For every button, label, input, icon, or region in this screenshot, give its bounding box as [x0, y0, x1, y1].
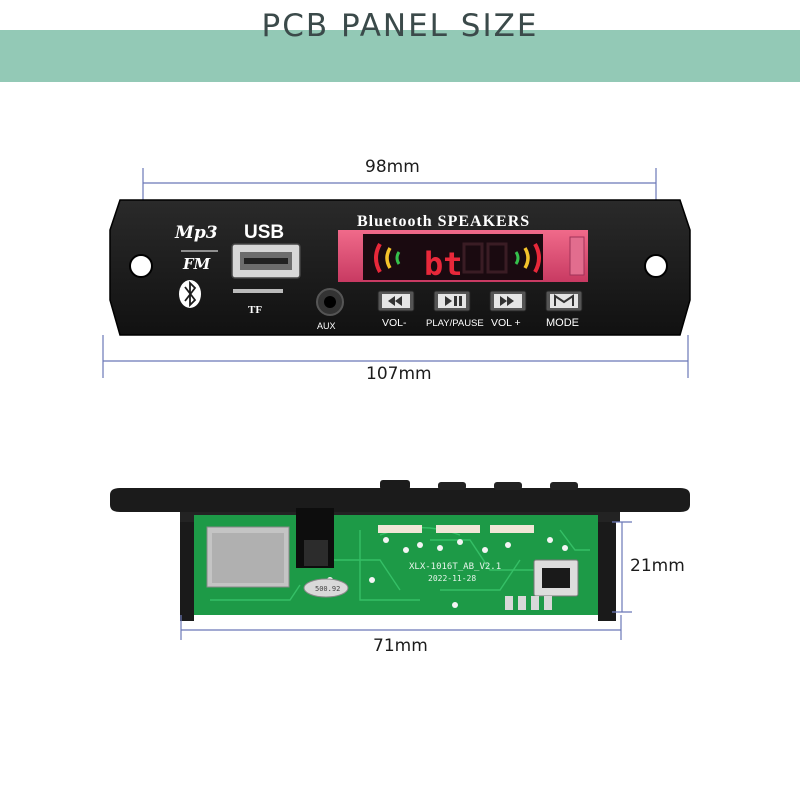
button-play-pause: [433, 290, 471, 312]
dimension-71mm: [180, 615, 622, 640]
button-label-vol-minus: VOL-: [382, 317, 407, 329]
tf-slot: [233, 289, 283, 293]
side-bracket-right: [598, 522, 616, 615]
button-vol-minus: [377, 290, 415, 312]
button-label-play-pause: PLAY/PAUSE: [426, 318, 484, 329]
crystal-label: 500.92: [315, 585, 340, 593]
bluetooth-icon: [179, 280, 201, 308]
dimension-label-107mm: 107mm: [366, 364, 432, 384]
aux-label: AUX: [317, 321, 336, 331]
mount-hole-right: [644, 254, 668, 278]
display-text: bt: [424, 245, 463, 283]
crystal: [303, 578, 349, 598]
dimension-107mm: [102, 335, 689, 378]
side-bracket-left: [180, 522, 194, 615]
usb-port: [231, 243, 301, 279]
brand-label: Bluetooth SPEAKERS: [357, 213, 530, 230]
dimension-label-98mm: 98mm: [365, 157, 420, 177]
banner-title: PCB PANEL SIZE: [261, 8, 539, 44]
button-mode: [545, 290, 583, 312]
led-display: [338, 230, 588, 282]
tf-label: TF: [248, 304, 262, 316]
side-panel-lip: [110, 480, 690, 512]
mount-hole-left: [129, 254, 153, 278]
dimension-label-71mm: 71mm: [373, 636, 428, 656]
pcb-board: [194, 508, 598, 615]
pcb-model-label: XLX-1016T_AB_V2.1: [409, 562, 501, 572]
pcb-date-label: 2022-11-28: [428, 574, 476, 583]
mp3-logo-top: Mp3: [174, 223, 218, 243]
button-label-mode: MODE: [546, 317, 579, 329]
button-label-vol-plus: VOL +: [491, 317, 521, 329]
dimension-21mm: [612, 521, 632, 613]
usb-label: USB: [244, 222, 284, 243]
mp3-logo-bottom: FM: [182, 255, 211, 273]
button-vol-plus: [489, 290, 527, 312]
dimension-label-21mm: 21mm: [630, 556, 685, 576]
title-banner: [0, 30, 800, 82]
aux-jack: [316, 288, 344, 316]
